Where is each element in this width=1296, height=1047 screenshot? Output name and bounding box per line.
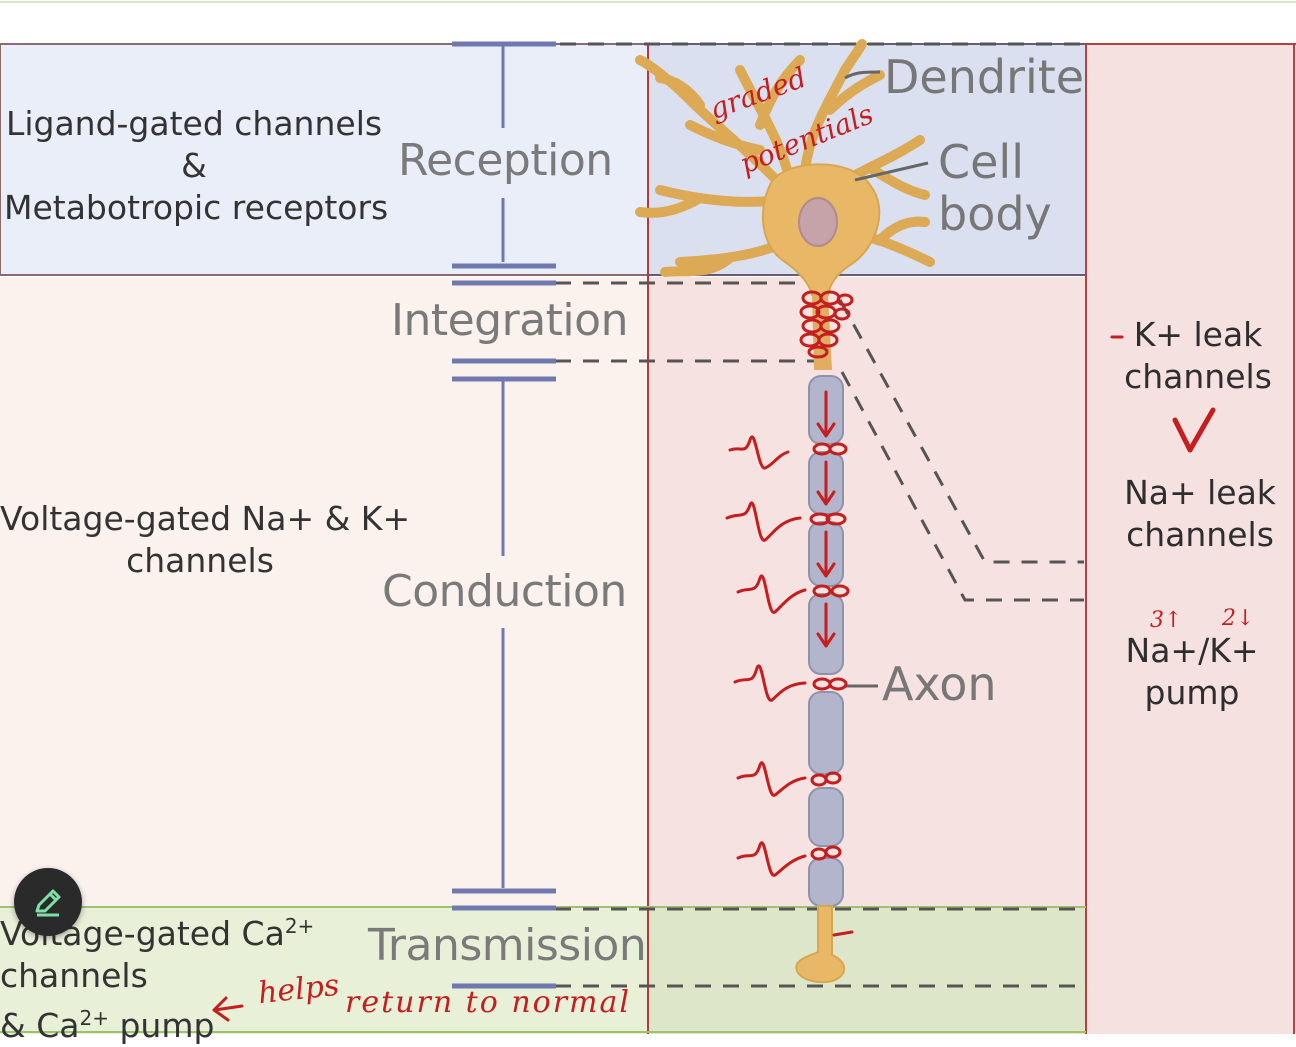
transmission-channel-line-3: & Ca [0,1006,80,1045]
check-mark [1172,407,1216,453]
structure-label-axon: Axon [882,657,997,711]
integration-channel-cluster [799,290,854,359]
dendrites [635,39,935,277]
conduction-channel-line-1: Voltage-gated Na+ & K+ [0,499,411,538]
na-leak-line-1: Na+ leak [1124,473,1276,512]
transmission-channel-line-2: channels [0,956,148,995]
handwriting-return-to-normal: return to normal [345,985,631,1020]
pump-line-1: Na+/K+ [1125,631,1259,670]
edit-button[interactable] [14,868,82,936]
zone-label-integration: Integration [391,295,628,346]
k-leak-line-1: K+ leak [1133,315,1263,354]
k-leak-note: K+ leak channels [1112,314,1284,398]
pump-line-2: pump [1144,673,1240,712]
transmission-channel-line-3-sup: 2+ [79,1006,109,1030]
axon-panel [648,277,1086,907]
conduction-channel-line-2: channels [126,541,274,580]
pencil-icon [35,889,61,917]
cell-body-line-2: body [938,187,1052,241]
nucleus [798,197,838,247]
zone-label-conduction: Conduction [382,566,627,617]
reception-channel-line-2: & [181,146,207,185]
axon-terminal [795,905,845,984]
k-leak-line-2: channels [1124,357,1272,396]
structure-label-dendrite: Dendrite [884,50,1085,104]
conduction-channel-label: Voltage-gated Na+ & K+ channels [0,498,411,582]
right-panel [1086,44,1296,1034]
transmission-band [0,907,648,1034]
pump-note: Na+/K+ pump [1106,630,1278,714]
conduction-arrows [816,390,836,648]
zone-label-transmission: Transmission [368,920,647,971]
na-leak-line-2: channels [1126,515,1274,554]
node-channels [809,442,850,861]
cell-body-line-1: Cell [938,135,1024,189]
transmission-channel-line-3-post: pump [108,1006,215,1045]
axon-segments [808,375,844,907]
reception-channel-label: Ligand-gated channels & Metabotropic rec… [4,103,389,229]
transmission-channel-line-1-sup: 2+ [284,914,315,938]
pump-count-up: 3↑ [1150,608,1183,633]
middle-band [0,277,648,907]
pump-count-down: 2↓ [1222,606,1255,631]
reception-band [0,44,1086,275]
transmission-band-neuron [648,907,1086,1034]
zone-label-reception: Reception [398,135,613,186]
structure-label-cell-body: Cell body [938,136,1052,240]
action-potential-squiggles [725,435,807,877]
reception-channel-line-1: Ligand-gated channels [5,104,383,143]
na-leak-note: Na+ leak channels [1112,472,1288,556]
reception-channel-line-3: Metabotropic receptors [4,188,389,227]
left-arrow [212,996,244,1022]
